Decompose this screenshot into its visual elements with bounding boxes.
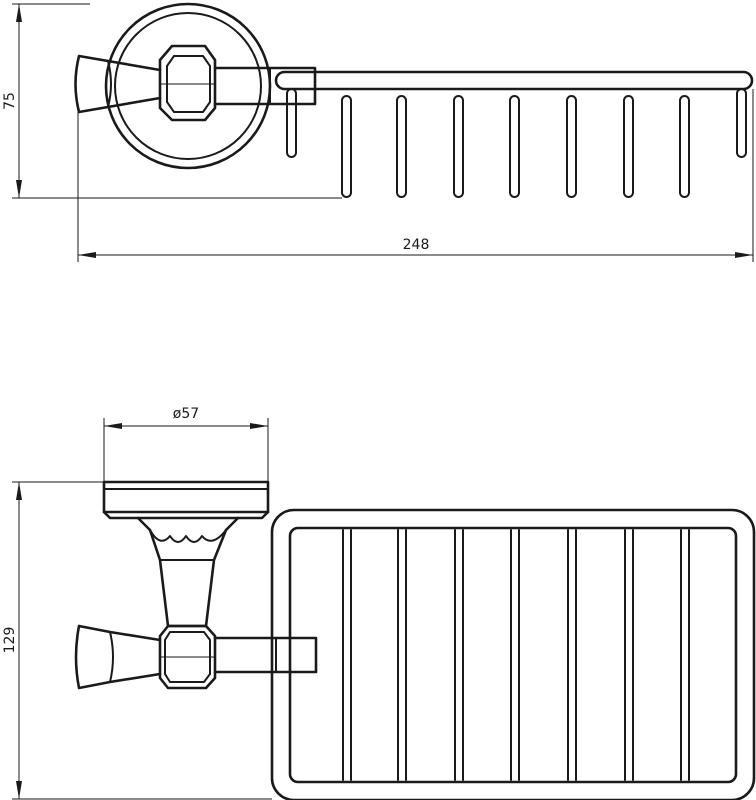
basket-top-rail	[274, 70, 754, 91]
basket-bars-front	[342, 529, 690, 781]
dimension-height-front-label: 129	[2, 627, 18, 654]
stem-front	[136, 516, 240, 628]
dimension-height-front: 129	[2, 481, 272, 800]
basket-frame-front	[270, 508, 756, 800]
front-view: ø57 129	[2, 406, 756, 800]
dimension-diameter: ø57	[103, 406, 269, 482]
handle-top	[74, 54, 162, 114]
wall-flange-top	[104, 2, 272, 170]
arm-front	[213, 636, 318, 674]
dimension-length-label: 248	[403, 237, 430, 253]
dimension-length: 248	[77, 89, 754, 262]
handle-front	[74, 624, 162, 690]
basket-wires-top	[286, 88, 747, 198]
dimension-height-top: 75	[2, 3, 342, 199]
hex-nut-top	[158, 44, 217, 122]
arm-top	[213, 66, 317, 106]
wall-flange-front	[102, 480, 270, 520]
hex-nut-front	[158, 624, 217, 690]
dimension-diameter-label: ø57	[173, 406, 199, 422]
top-view: 75 248	[2, 2, 754, 262]
dimension-height-top-label: 75	[2, 92, 18, 110]
